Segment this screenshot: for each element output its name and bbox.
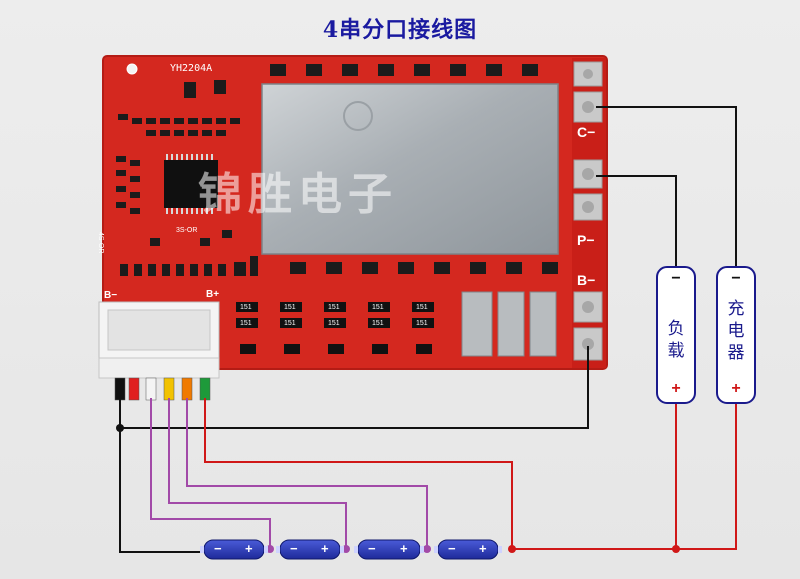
cell-minus-sign: − xyxy=(448,541,456,556)
resistor-code: 151 xyxy=(284,304,296,311)
cell-minus-sign: − xyxy=(290,541,298,556)
battery-cell-4 xyxy=(437,539,499,560)
battery-cells xyxy=(200,539,502,560)
wiring-lines xyxy=(119,106,737,553)
cell-plus-sign: + xyxy=(245,541,253,556)
diagram-title: 4串分口接线图 xyxy=(322,17,478,43)
resistor-code: 151 xyxy=(328,320,340,327)
load-box xyxy=(656,266,696,404)
connector-wire-2 xyxy=(128,377,140,401)
cell-minus-sign: − xyxy=(214,541,222,556)
battery-cell-1 xyxy=(203,539,265,560)
cell-plus-sign: + xyxy=(321,541,329,556)
connector-wires xyxy=(114,377,211,401)
charger-label: 充电器 xyxy=(727,299,745,363)
wire-junctions xyxy=(116,424,124,432)
cell-plus-sign: + xyxy=(400,541,408,556)
load-minus-sign: − xyxy=(671,270,681,287)
cell-plus-sign: + xyxy=(479,541,487,556)
pcb-board xyxy=(98,55,608,379)
connector-wire-5 xyxy=(181,377,193,401)
resistor-code: 151 xyxy=(372,304,384,311)
resistor-code: 151 xyxy=(284,320,296,327)
battery-cell-2 xyxy=(279,539,341,560)
charger-minus-sign: − xyxy=(731,270,741,287)
charger-plus-sign: + xyxy=(731,380,741,397)
connector-label-b-plus: B+ xyxy=(206,289,220,300)
pad-label-p-minus: P− xyxy=(577,232,595,248)
board-model-label: YH2204A xyxy=(170,63,213,74)
device-boxes xyxy=(656,266,756,404)
pad-label-b-minus: B− xyxy=(577,272,596,288)
cell-minus-sign: − xyxy=(368,541,376,556)
connector-label-b-minus: B− xyxy=(104,290,118,301)
resistor-code: 151 xyxy=(240,304,252,311)
connector-wire-4 xyxy=(163,377,175,401)
charger-box xyxy=(716,266,756,404)
load-label: 负载 xyxy=(667,319,685,361)
connector-wire-6 xyxy=(199,377,211,401)
load-plus-sign: + xyxy=(671,380,681,397)
resistor-code: 151 xyxy=(328,304,340,311)
pad-label-c-minus: C− xyxy=(577,124,596,140)
jumper-label-4s: 4S-OR xyxy=(97,232,104,254)
watermark: 锦胜电子 xyxy=(198,169,398,220)
resistor-code: 151 xyxy=(240,320,252,327)
connector-wire-3 xyxy=(145,377,157,401)
resistor-code: 151 xyxy=(372,320,384,327)
resistor-code: 151 xyxy=(416,304,428,311)
jumper-label-3s: 3S-OR xyxy=(176,227,198,234)
resistor-code: 151 xyxy=(416,320,428,327)
